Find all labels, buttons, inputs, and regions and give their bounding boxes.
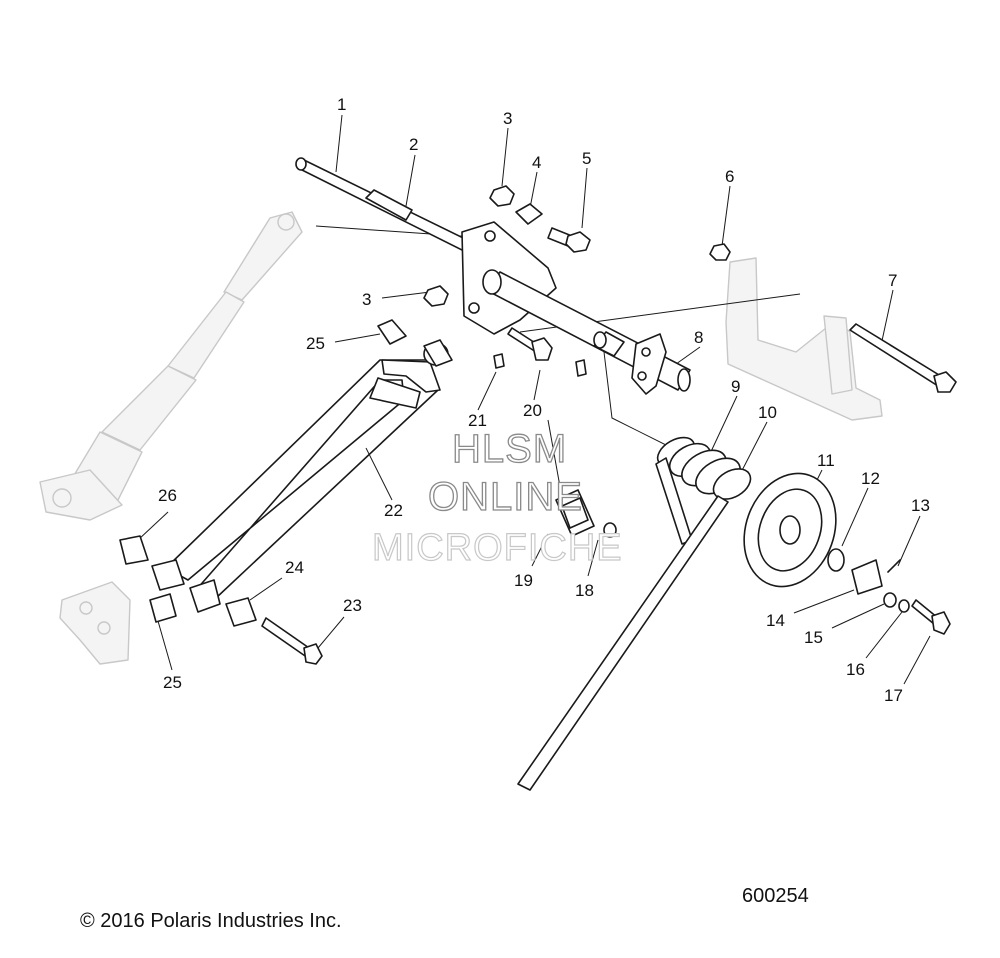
- bolt-20: [493, 327, 587, 377]
- callout-label: 17: [884, 686, 903, 705]
- callout-label: 21: [468, 411, 487, 430]
- ghost-frame-bracket: [725, 257, 883, 421]
- callout-label: 16: [846, 660, 865, 679]
- callout-label: 2: [409, 135, 418, 154]
- watermark-line-3: MICROFICHE: [372, 527, 623, 569]
- ghost-lower-bracket: [59, 581, 131, 665]
- copyright-notice: © 2016 Polaris Industries Inc.: [80, 910, 342, 932]
- callout-label: 10: [758, 403, 777, 422]
- callout-label: 4: [532, 153, 541, 172]
- long-bolt: [849, 323, 957, 393]
- leader-lines: [137, 114, 931, 685]
- callout-label: 26: [158, 486, 177, 505]
- tube-end-bracket: [631, 333, 667, 395]
- lower-bushings: [119, 535, 257, 627]
- callout-label: 24: [285, 558, 304, 577]
- watermark: HLSM ONLINE MICROFICHE: [371, 426, 623, 569]
- callout-label: 3: [503, 109, 512, 128]
- callout-label: 5: [582, 149, 591, 168]
- callout-label: 3: [362, 290, 371, 309]
- callout-label: 11: [817, 451, 835, 470]
- watermark-line-1: HLSM: [452, 427, 567, 471]
- callout-label: 8: [694, 328, 703, 347]
- callout-labels: 1 2 3 4 5 6 3 25 8 7 21 20 9 10 11 12 26…: [158, 95, 930, 705]
- callout-label: 25: [306, 334, 325, 353]
- slide-block: [555, 489, 617, 538]
- callout-label: 12: [861, 469, 880, 488]
- callout-label: 1: [337, 95, 346, 114]
- wheel-hardware: [827, 548, 951, 635]
- ghost-shock-absorber: [39, 211, 303, 521]
- callout-label: 18: [575, 581, 594, 600]
- callout-label: 7: [888, 271, 897, 290]
- torsion-spring: [517, 436, 752, 791]
- fasteners-top: [423, 185, 731, 307]
- callout-label: 25: [163, 673, 182, 692]
- callout-label: 14: [766, 611, 785, 630]
- callout-label: 6: [725, 167, 734, 186]
- callout-label: 15: [804, 628, 823, 647]
- watermark-line-2: ONLINE: [428, 475, 583, 519]
- callout-label: 9: [731, 377, 740, 396]
- callout-label: 13: [911, 496, 930, 515]
- callout-label: 23: [343, 596, 362, 615]
- callout-label: 20: [523, 401, 542, 420]
- callout-label: 19: [514, 571, 533, 590]
- figure-number: 600254: [742, 885, 809, 907]
- lower-bolt: [261, 617, 323, 665]
- idler-wheel: [743, 472, 837, 588]
- callout-label: 22: [384, 501, 403, 520]
